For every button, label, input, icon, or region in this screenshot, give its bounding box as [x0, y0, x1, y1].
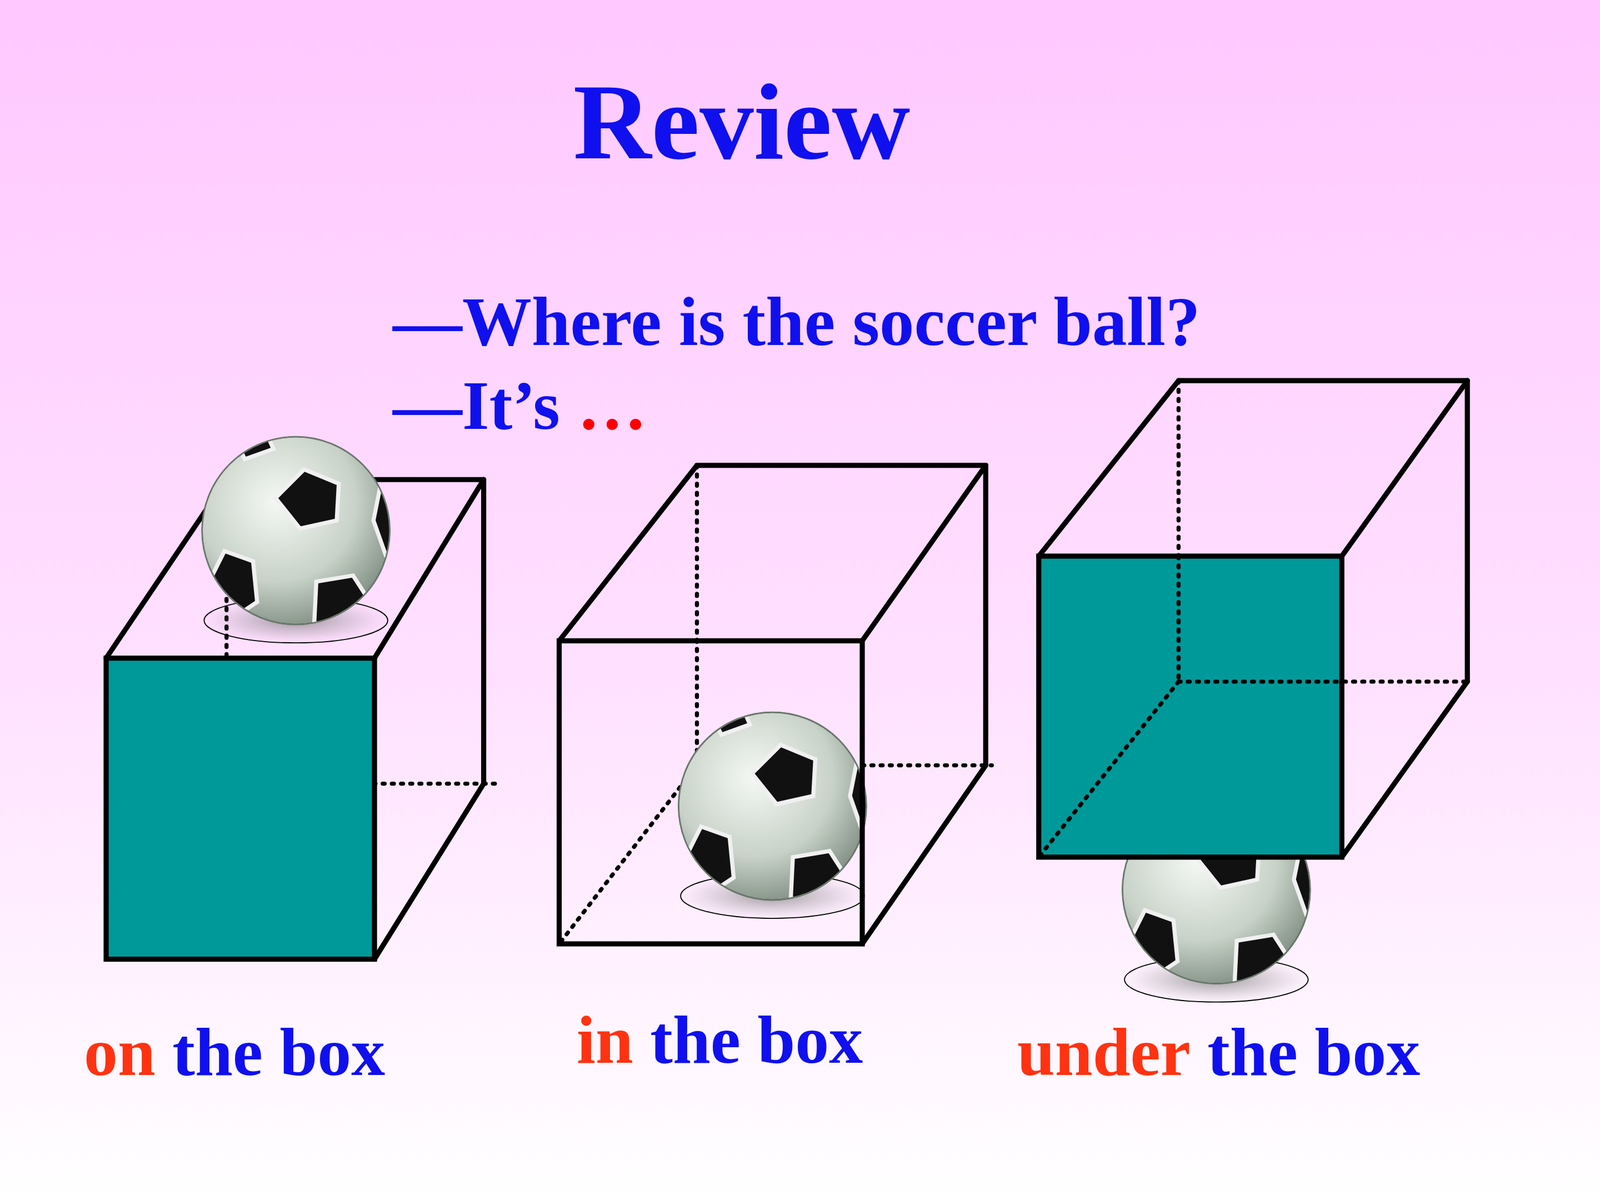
label-text: —Where is the soccer ball?	[392, 287, 1201, 357]
text-line: underthe box	[1017, 1018, 1420, 1087]
text-line: —It’s…	[392, 371, 647, 441]
label-text: on	[83, 1018, 156, 1087]
text-line: inthe box	[576, 1006, 863, 1074]
label-text: …	[577, 371, 647, 441]
label-text: —It’s	[392, 371, 560, 441]
label-text: under	[1017, 1018, 1191, 1087]
title: Review	[573, 67, 910, 177]
label-text: the box	[172, 1018, 385, 1087]
label-text: the box	[650, 1006, 863, 1074]
text-line: onthe box	[83, 1018, 385, 1087]
label-text: the box	[1207, 1018, 1420, 1087]
text-line: —Where is the soccer ball?	[392, 287, 1201, 357]
label-text: in	[576, 1006, 634, 1074]
title-line: Review	[573, 67, 910, 177]
